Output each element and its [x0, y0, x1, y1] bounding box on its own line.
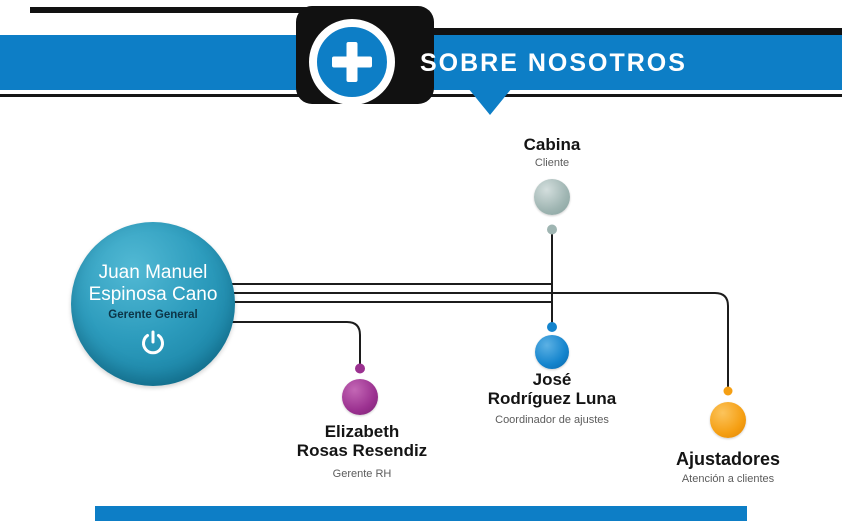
root-name: Juan Manuel Espinosa Cano: [88, 262, 218, 305]
jose-junction-dot: [547, 322, 557, 332]
org-node-elizabeth: [342, 379, 378, 415]
page-title: SOBRE NOSOTROS: [420, 49, 687, 77]
ajustadores-label: Ajustadores Atención a clientes: [618, 449, 838, 486]
cabina-label: Cabina Cliente: [472, 135, 632, 169]
power-icon: [142, 330, 164, 355]
org-node-cabina: [534, 179, 570, 215]
elizabeth-junction-dot: [355, 363, 365, 374]
jose-label: José Rodríguez Luna Coordinador de ajust…: [452, 370, 652, 426]
plus-badge: [309, 19, 395, 105]
jose-name: José Rodríguez Luna: [487, 370, 617, 408]
cabina-junction-dot: [547, 224, 557, 235]
bottom-blue-bar: [95, 506, 747, 521]
cabina-role: Cliente: [534, 157, 570, 169]
elizabeth-label: Elizabeth Rosas Resendiz Gerente RH: [262, 422, 462, 480]
ajustadores-role: Atención a clientes: [681, 473, 775, 485]
elizabeth-role: Gerente RH: [332, 468, 392, 480]
elizabeth-name: Elizabeth Rosas Resendiz: [296, 422, 428, 460]
org-node-jose: [535, 335, 569, 369]
connector-lines: [204, 230, 729, 389]
jose-role: Coordinador de ajustes: [495, 414, 609, 426]
plus-icon: [346, 42, 358, 82]
top-black-bar-left: [30, 7, 330, 13]
ajustadores-name: Ajustadores: [675, 449, 781, 469]
header-pointer-triangle: [468, 88, 512, 115]
cabina-name: Cabina: [523, 135, 581, 154]
org-node-root: Juan Manuel Espinosa Cano Gerente Genera…: [71, 222, 235, 386]
root-role: Gerente General: [108, 309, 198, 321]
org-node-ajustadores: [710, 402, 746, 438]
ajustadores-junction-dot: [723, 386, 733, 396]
